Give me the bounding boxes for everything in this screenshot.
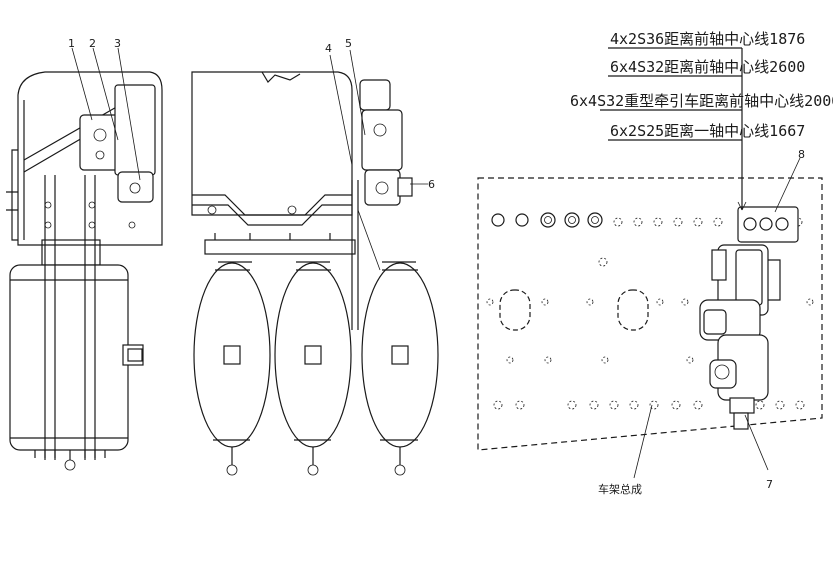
- callout-1: 1: [68, 37, 75, 50]
- right-view: [477, 177, 823, 451]
- callout-leaders-left: [71, 47, 428, 271]
- frame-label: 车架总成: [598, 482, 642, 496]
- reservoir-3: [361, 261, 439, 476]
- callout-2: 2: [89, 37, 96, 50]
- upper-hole-row: [598, 217, 803, 267]
- callout-3: 3: [114, 37, 121, 50]
- spec-line-4: 6x2S25距离一轴中心线1667: [610, 122, 805, 140]
- middle-view: [191, 71, 439, 476]
- lower-hole-row: [493, 400, 805, 410]
- spec-line-3: 6x4S32重型牵引车距离前轴中心线2000: [570, 92, 833, 110]
- callout-4: 4: [325, 42, 332, 55]
- leader-7: [744, 414, 769, 471]
- reservoir-2: [274, 261, 352, 476]
- spec-line-2: 6x4S32距离前轴中心线2600: [610, 58, 805, 76]
- callout-5: 5: [345, 37, 352, 50]
- spec-line-1: 4x2S36距离前轴中心线1876: [610, 30, 805, 48]
- callout-6: 6: [428, 178, 435, 191]
- left-view: [6, 71, 163, 471]
- leader-8: [774, 157, 801, 213]
- leader-frame: [633, 404, 653, 479]
- spec-block: [600, 47, 747, 211]
- callout-7: 7: [766, 478, 773, 491]
- reservoir-1: [193, 261, 271, 476]
- callout-8: 8: [798, 148, 805, 161]
